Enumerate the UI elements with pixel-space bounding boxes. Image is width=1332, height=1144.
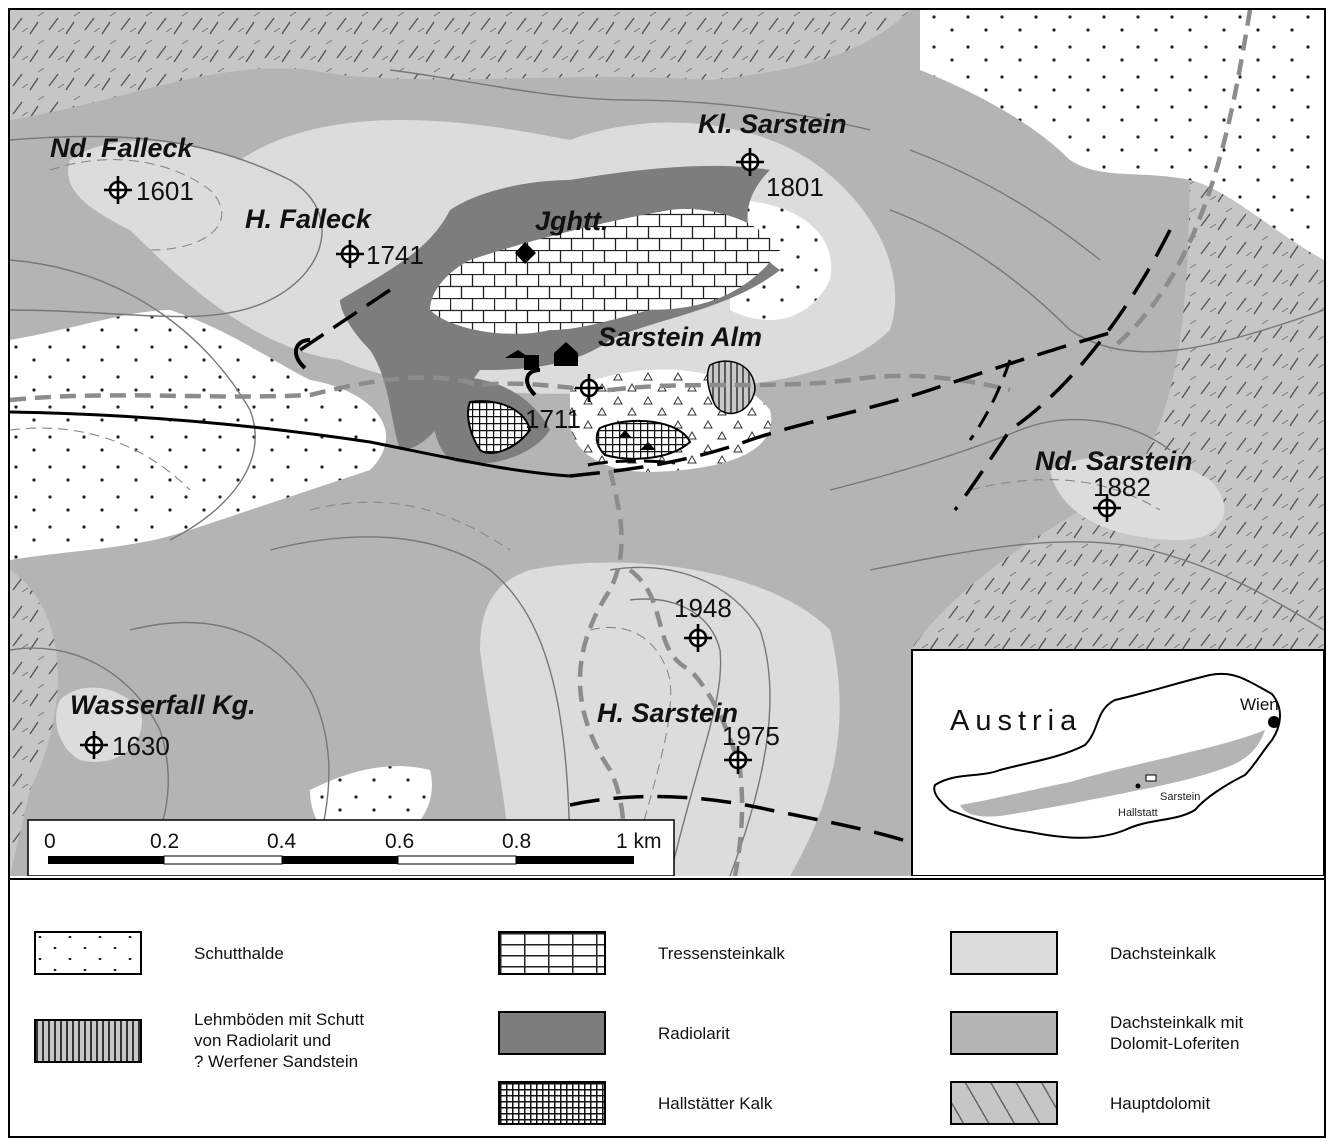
legend-swatch-tressensteinkalk — [498, 931, 606, 975]
legend-swatch-dachsteinkalk — [950, 931, 1058, 975]
scale-tick-0-4: 0.4 — [267, 830, 297, 853]
dachsteinkalk-hoher-sarstein — [480, 562, 840, 876]
inset-study-site-label: Sarstein — [1160, 791, 1200, 803]
summit-marker-icon — [724, 746, 752, 774]
legend-label: Radiolarit — [658, 1023, 730, 1043]
scale-end-label: 1 km — [616, 830, 662, 853]
tressensteinkalk-zone — [430, 209, 780, 334]
legend-item: Dachsteinkalk mit Dolomit-Loferiten — [950, 1011, 1243, 1055]
legend-label: Hauptdolomit — [1110, 1093, 1211, 1113]
study-site-marker-icon — [1145, 774, 1157, 782]
inset-town-label: Hallstatt — [1118, 807, 1158, 819]
doline-arc-alm — [525, 368, 541, 397]
fault-west — [299, 288, 391, 352]
elevation-wasserfall-kg: 1630 — [112, 731, 170, 761]
map-legend: Schutthalde Lehmböden mit Schutt von Rad… — [10, 878, 1324, 1136]
legend-swatch-dolomit-loferiten — [950, 1011, 1058, 1055]
legend-label: Hallstätter Kalk — [658, 1093, 773, 1113]
summit-marker-icon — [104, 176, 132, 204]
scale-tick-0-8: 0.8 — [502, 830, 531, 853]
legend-label: Dachsteinkalk — [1110, 943, 1216, 963]
legend-swatch-hallstaetter-kalk — [498, 1081, 606, 1125]
elevation-nd-sarstein: 1882 — [1093, 472, 1151, 502]
place-name-sarstein-alm: Sarstein Alm — [598, 322, 762, 352]
hallstaetter-kalk-west — [467, 400, 532, 455]
elevation-kl-sarstein: 1801 — [766, 172, 824, 202]
dachsteinkalk-wasserfall — [56, 687, 142, 762]
summit-marker-icon — [575, 374, 603, 402]
elevation-h-sarstein: 1975 — [722, 721, 780, 751]
hallstaetter-kalk-alm — [595, 419, 692, 460]
elevation-sarstein-alm: 1711 — [525, 404, 581, 434]
inset-capital-label: Wien — [1240, 695, 1279, 714]
summit-marker-icon — [736, 148, 764, 176]
scale-tick-0-6: 0.6 — [385, 830, 414, 853]
intermediate-contours — [10, 159, 1161, 876]
legend-item: Hallstätter Kalk — [498, 1081, 772, 1125]
peak-name-kl-sarstein: Kl. Sarstein — [698, 109, 847, 139]
elevation-h-falleck: 1741 — [366, 240, 424, 270]
legend-swatch-hauptdolomit — [950, 1081, 1058, 1125]
fault-east — [569, 328, 1121, 478]
hut-square-icon — [524, 355, 539, 370]
legend-item: Tressensteinkalk — [498, 931, 785, 975]
peak-name-h-sarstein: H. Sarstein — [597, 698, 738, 728]
summit-marker-icon — [1093, 494, 1121, 522]
peak-name-wasserfall-kg: Wasserfall Kg. — [70, 690, 256, 720]
town-marker-icon — [1135, 783, 1141, 789]
hauptdolomit-southwest — [10, 570, 58, 876]
legend-swatch-schutthalde — [34, 931, 142, 975]
capital-marker-icon — [1268, 716, 1280, 728]
spring-marker-icon — [618, 430, 632, 438]
inset-limestone-belt — [960, 730, 1265, 817]
legend-item: Hauptdolomit — [950, 1081, 1210, 1125]
alm-hut-icon — [554, 342, 578, 366]
summit-markers — [80, 148, 1121, 774]
inset-map-austria: Austria Wien Sarstein Hallstatt — [911, 649, 1324, 876]
peak-name-h-falleck: H. Falleck — [245, 204, 373, 234]
scale-bar: 0 0.2 0.4 0.6 0.8 1 km — [27, 819, 675, 876]
fault-south — [569, 794, 921, 848]
legend-label: Schutthalde — [194, 943, 284, 963]
legend-label: Tressensteinkalk — [658, 943, 785, 963]
hut-jagdhuette-icon — [515, 242, 536, 264]
spring-marker-icon — [640, 442, 656, 450]
contour-lines — [10, 69, 1324, 876]
inset-country-label: Austria — [950, 705, 1082, 737]
legend-swatch-lehmboeden — [34, 1018, 142, 1063]
elevation-nd-falleck: 1601 — [136, 176, 194, 206]
peak-name-nd-falleck: Nd. Falleck — [50, 133, 195, 163]
fault-northeast — [953, 229, 1172, 512]
legend-swatch-radiolarit — [498, 1011, 606, 1055]
legend-item: Dachsteinkalk — [950, 931, 1216, 975]
scale-tick-0-2: 0.2 — [150, 830, 179, 853]
summit-marker-icon — [684, 624, 712, 652]
elevation-1948: 1948 — [674, 593, 732, 623]
legend-item: Radiolarit — [498, 1011, 730, 1055]
hut-roof-icon — [505, 350, 530, 358]
doline-arc-west — [294, 338, 311, 370]
legend-label: Lehmböden mit Schutt von Radiolarit und … — [194, 1010, 365, 1071]
lehmboeden-zone — [706, 360, 756, 415]
fault-short — [968, 359, 1012, 441]
peak-name-nd-sarstein: Nd. Sarstein — [1035, 446, 1193, 476]
fault-alm — [587, 459, 676, 467]
place-name-jagdhuette: Jghtt. — [535, 206, 609, 236]
summit-marker-icon — [80, 731, 108, 759]
geological-map: Nd. Falleck H. Falleck Kl. Sarstein Jght… — [8, 8, 1326, 1138]
legend-item: Schutthalde — [34, 931, 284, 975]
legend-label: Dachsteinkalk mit Dolomit-Loferiten — [1110, 1013, 1244, 1053]
legend-item: Lehmböden mit Schutt von Radiolarit und … — [34, 1009, 364, 1072]
schutthalde-west — [10, 310, 387, 560]
dachsteinkalk-nd-sarstein — [1050, 456, 1225, 540]
fault-main — [10, 410, 571, 478]
map-canvas: Nd. Falleck H. Falleck Kl. Sarstein Jght… — [10, 10, 1324, 876]
hauptdolomit-north — [10, 10, 910, 120]
summit-marker-icon — [336, 240, 364, 268]
schutthalde-northeast — [920, 10, 1324, 260]
scale-tick-0: 0 — [44, 830, 56, 853]
